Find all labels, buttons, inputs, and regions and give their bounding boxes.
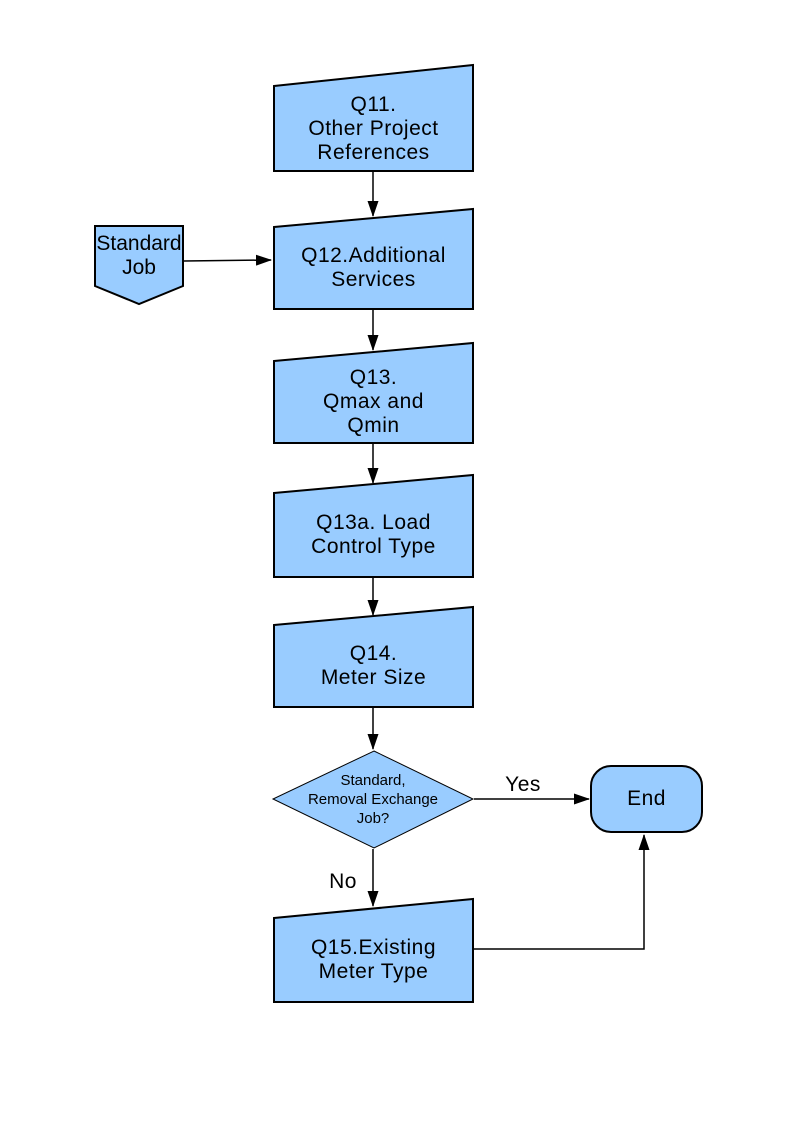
decision-diamond-shape: [271, 750, 475, 849]
q13-shape: [273, 341, 474, 444]
standard-job-shape: [94, 225, 184, 306]
q12-shape: [273, 207, 474, 310]
q11-shape: [273, 63, 474, 172]
q15-shape: [273, 897, 474, 1003]
q14-shape: [273, 605, 474, 708]
edge-q15-to-end: [473, 834, 650, 950]
edge-standardjob-to-q12: [183, 254, 272, 266]
q13a-shape: [273, 473, 474, 578]
end-terminator-shape: [590, 765, 703, 833]
